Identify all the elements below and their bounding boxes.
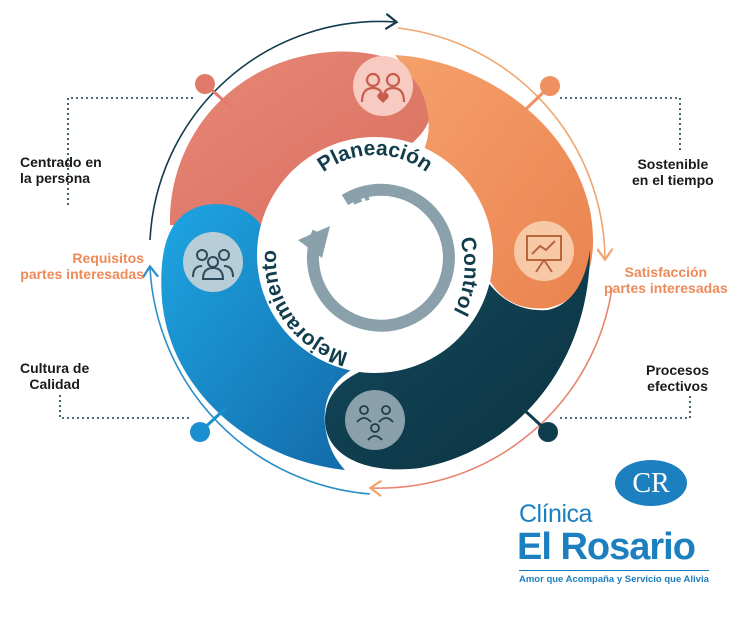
- label-satisfaccion: Satisfacción partes interesadas: [604, 264, 728, 296]
- label-requisitos: Requisitos partes interesadas: [20, 250, 144, 282]
- label-sostenible: Sostenible en el tiempo: [632, 156, 714, 188]
- outer-arrow-navy: [149, 21, 395, 241]
- connector-top-left: [67, 74, 233, 205]
- group-icon: [183, 232, 243, 292]
- svg-text:CR: CR: [632, 468, 670, 499]
- connector-bottom-left: [59, 395, 228, 442]
- inner-circle: [257, 137, 493, 373]
- logo-divider: [519, 570, 709, 571]
- clinica-el-rosario-logo: CR Clínica El Rosario Amor que Acompaña …: [515, 458, 740, 588]
- logo-name: El Rosario: [517, 526, 696, 568]
- inner-cycle-arrowhead: [298, 226, 330, 258]
- inner-cycle-arrow: [306, 183, 455, 332]
- inner-cycle-arrow-dash: [349, 188, 370, 205]
- label-centrado-persona: Centrado en la persona: [20, 154, 102, 186]
- logo-slogan: Amor que Acompaña y Servicio que Alivia: [519, 574, 709, 585]
- label-cultura-calidad: Cultura de Calidad: [20, 360, 90, 392]
- logo-clinica: Clínica: [519, 500, 592, 528]
- label-procesos: Procesos efectivos: [646, 362, 710, 394]
- presentation-chart-icon: [514, 221, 574, 281]
- outer-arrow-blue: [150, 268, 371, 495]
- team-structure-icon: [345, 390, 405, 450]
- outer-arrow-orange: [397, 27, 605, 258]
- people-heart-icon: [353, 56, 413, 116]
- outer-arrow-salmon: [372, 287, 613, 488]
- connector-top-right: [523, 76, 681, 150]
- connector-bottom-right: [520, 395, 691, 442]
- cr-logo-mark: CR: [615, 460, 687, 506]
